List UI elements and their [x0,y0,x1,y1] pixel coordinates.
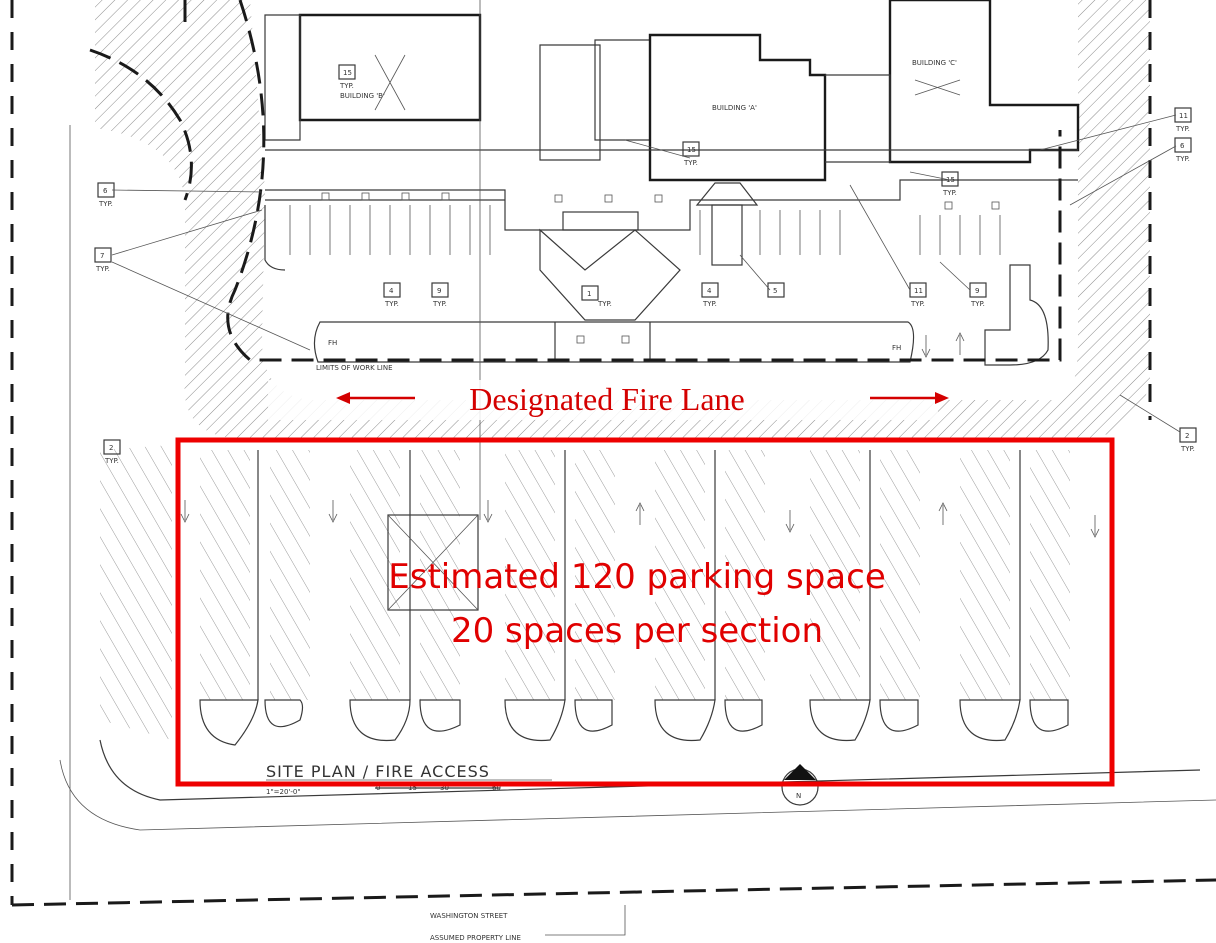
fire-hydrant-label-2: FH [892,344,901,352]
limits-of-work-line: LIMITS OF WORK LINE [89,0,1062,372]
svg-text:TYP.: TYP. [683,159,698,167]
keynote-5: 5 [767,282,785,298]
svg-text:TYP.: TYP. [384,300,399,308]
svg-text:7: 7 [100,252,104,260]
entry-plaza [264,149,1078,321]
svg-text:2: 2 [109,444,113,452]
buildings: BUILDING 'B' BUILDING 'A' BUILDING 'C' [264,0,1080,182]
svg-text:TYP.: TYP. [942,189,957,197]
svg-text:9: 9 [975,287,979,295]
svg-text:9: 9 [437,287,441,295]
north-arrow-icon: N [781,764,819,806]
svg-text:5: 5 [773,287,777,295]
median-island: FH FH [313,264,1049,366]
limits-of-work-label: LIMITS OF WORK LINE [316,364,393,372]
svg-text:N: N [796,792,801,800]
annotation-overlay: Designated Fire Lane Estimated 120 parki… [175,380,1115,787]
svg-text:TYP.: TYP. [98,200,113,208]
scale-tick-15: 15 [408,784,417,792]
svg-text:TYP.: TYP. [104,457,119,465]
svg-text:TYP.: TYP. [970,300,985,308]
svg-text:TYP.: TYP. [432,300,447,308]
svg-text:11: 11 [1179,112,1188,120]
svg-text:1: 1 [587,290,591,298]
svg-text:4: 4 [389,287,394,295]
svg-text:TYP.: TYP. [1175,125,1190,133]
plan-title: SITE PLAN / FIRE ACCESS [266,762,490,781]
parking-estimate-line-1: Estimated 120 parking space [388,557,885,597]
svg-text:TYP.: TYP. [910,300,925,308]
svg-text:11: 11 [914,287,923,295]
svg-text:2: 2 [1185,432,1189,440]
title-block: SITE PLAN / FIRE ACCESS 1"=20'-0" 0 15 3… [266,762,819,806]
site-boundary [10,0,1216,907]
building-b-label: BUILDING 'B' [340,92,385,100]
fire-lane-hatching [95,0,1150,438]
svg-text:TYP.: TYP. [597,300,612,308]
parking-rows [100,445,1100,746]
svg-text:TYP.: TYP. [339,82,354,90]
street-label: WASHINGTON STREET [430,912,508,920]
svg-text:6: 6 [103,187,108,195]
svg-text:TYP.: TYP. [1180,445,1195,453]
building-a-label: BUILDING 'A' [712,104,757,112]
svg-text:15: 15 [946,176,955,184]
svg-text:4: 4 [707,287,712,295]
scale-tick-30: 30 [440,784,449,792]
street-labels: WASHINGTON STREET ASSUMED PROPERTY LINE [430,905,626,942]
svg-text:6: 6 [1180,142,1185,150]
scale-tick-60: 60 [492,784,501,792]
scale-tick-0: 0 [376,784,380,792]
parking-estimate-line-2: 20 spaces per section [451,611,823,651]
building-c-label: BUILDING 'C' [912,59,957,67]
svg-text:TYP.: TYP. [702,300,717,308]
parking-area-highlight [175,437,1115,787]
property-line-label: ASSUMED PROPERTY LINE [430,934,521,942]
svg-text:15: 15 [343,69,352,77]
scale-label: 1"=20'-0" [266,788,301,796]
svg-text:15: 15 [687,146,696,154]
svg-text:TYP.: TYP. [95,265,110,273]
fire-lane-annotation: Designated Fire Lane [469,381,744,417]
fire-hydrant-label-1: FH [328,339,337,347]
svg-text:TYP.: TYP. [1175,155,1190,163]
